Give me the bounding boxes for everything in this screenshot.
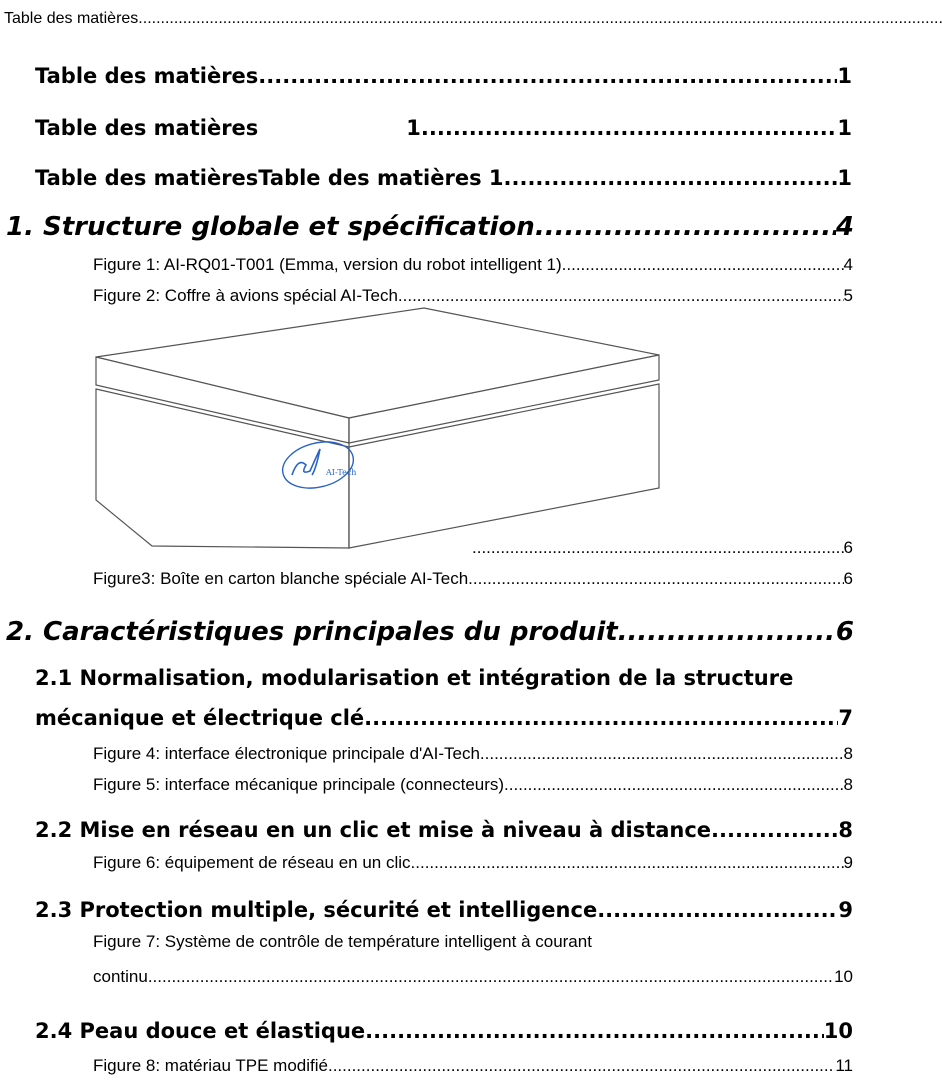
toc-top-line: Table des matières — [4, 2, 942, 28]
toc-figure-entry[interactable]: Figure 5: interface mécanique principale… — [93, 771, 853, 795]
toc-top-text: Table des matières — [4, 10, 139, 27]
cardboard-box-illustration: AI-Tech — [95, 307, 660, 549]
toc-figure-entry[interactable]: Figure 8: matériau TPE modifié 11 — [93, 1050, 853, 1076]
toc-entry[interactable]: Table des matièresTable des matières 1 1 — [35, 160, 852, 190]
toc-figure-entry[interactable]: Figure 2: Coffre à avions spécial AI-Tec… — [93, 282, 853, 306]
toc-subsection-entry[interactable]: 2.1 Normalisation, modularisation et int… — [35, 662, 853, 732]
leader-dots — [138, 10, 942, 28]
toc-figure-entry[interactable]: Figure3: Boîte en carton blanche spécial… — [93, 565, 853, 589]
toc-figure-entry[interactable]: Figure 7: Système de contrôle de tempéra… — [93, 929, 853, 989]
toc-subsection-entry[interactable]: 2.4 Peau douce et élastique 10 — [35, 1011, 853, 1043]
toc-figure-entry[interactable]: 6 — [472, 534, 853, 558]
ai-tech-logo: AI-Tech — [281, 441, 356, 489]
toc-entry[interactable]: Table des matières 1 1 — [35, 110, 852, 140]
toc-section-entry[interactable]: 2. Caractéristiques principales du produ… — [6, 611, 854, 647]
toc-subsection-entry[interactable]: 2.3 Protection multiple, sécurité et int… — [35, 890, 853, 922]
toc-figure-entry[interactable]: Figure 6: équipement de réseau en un cli… — [93, 849, 853, 873]
toc-section-entry[interactable]: 1. Structure globale et spécification 4 — [6, 206, 854, 242]
toc-figure-entry[interactable]: Figure 4: interface électronique princip… — [93, 740, 853, 764]
toc-subsection-entry[interactable]: 2.2 Mise en réseau en un clic et mise à … — [35, 810, 853, 842]
toc-figure-entry[interactable]: Figure 1: AI-RQ01-T001 (Emma, version du… — [93, 251, 853, 275]
toc-entry[interactable]: Table des matières 1 — [35, 58, 852, 88]
logo-text: AI-Tech — [325, 468, 356, 477]
